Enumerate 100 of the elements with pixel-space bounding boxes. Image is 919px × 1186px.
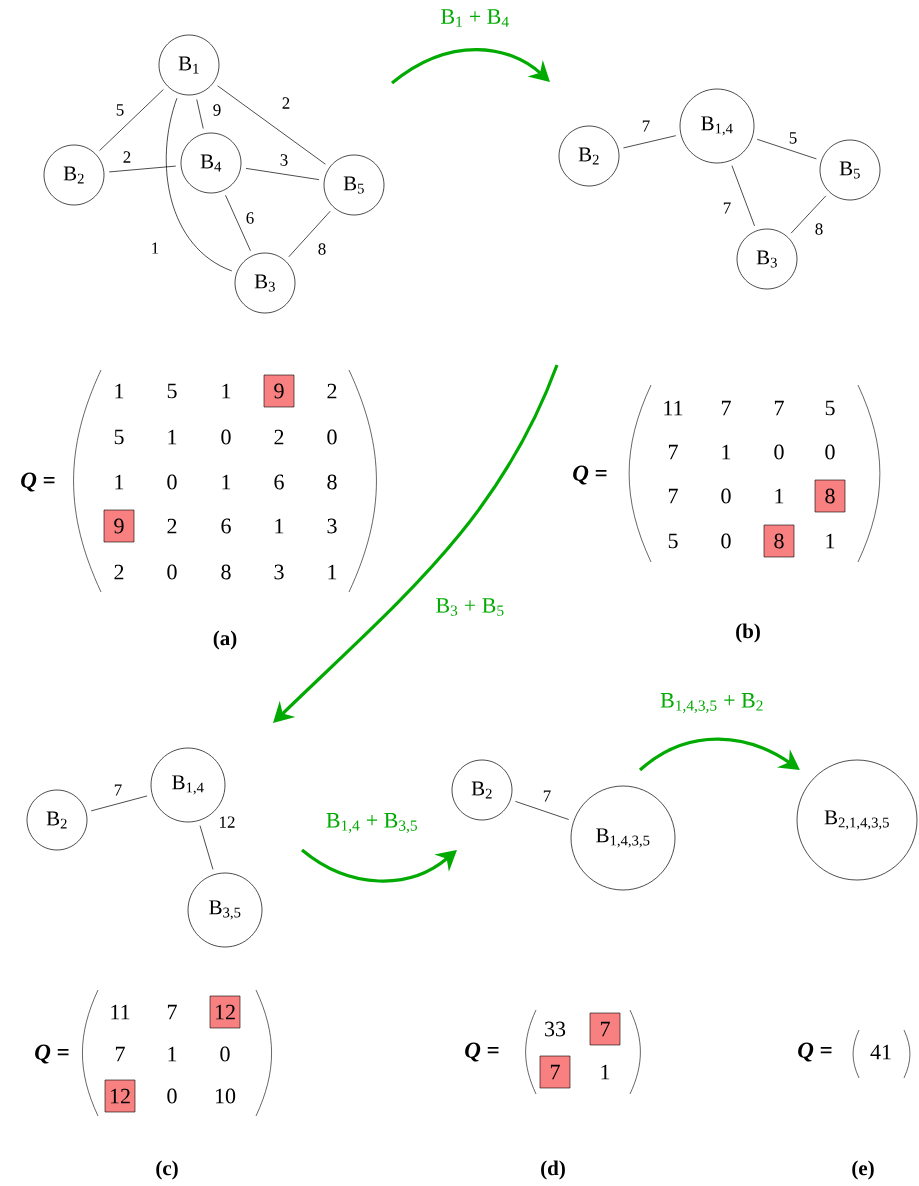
matrix-entry: 1 [168,1046,177,1062]
matrix-entry: 2 [274,429,284,445]
matrix-entry: 7 [774,400,784,416]
graph-node: B$_{5}$ [819,139,881,201]
matrix-entry: 1 [222,474,231,490]
graph-node: B$_{2}$ [26,789,88,851]
panel-caption: (b) [736,623,760,643]
matrix-entry: 0 [825,444,835,460]
matrix-entry: 5 [114,429,124,445]
edge-label: 8 [813,222,825,236]
operation-label: B$_{1}$ + B$_{4}$ [441,9,509,27]
matrix-entry: 0 [721,533,731,549]
matrix-entry: 11 [664,400,683,416]
matrix-entry: 2 [327,383,337,399]
operation-label: B$_{1,4}$ + B$_{3,5}$ [326,813,418,833]
graph-edge [790,195,827,234]
matrix-entry: 3 [274,564,284,580]
matrix-entry: 1 [115,474,124,490]
matrix-entry: 7 [668,444,678,460]
operation-label: B$_{1,4,3,5}$ + B$_{2}$ [660,693,763,713]
graph-node: B$_{2}$ [43,144,105,206]
panel-caption: (d) [541,1160,565,1180]
edge-label: 7 [541,789,553,803]
graph-edge [217,85,326,165]
matrix-entry: 1 [222,383,231,399]
matrix-entry: 0 [221,429,231,445]
matrix-entry: 33 [545,1021,566,1037]
matrix-entry: 10 [215,1088,236,1104]
graph-edge [515,801,570,820]
graph-edge [623,135,677,149]
graph-node: B$_{1,4,3,5}$ [570,785,676,891]
graph-node: B$_{4}$ [180,132,242,194]
matrix-entry: 0 [167,564,177,580]
matrix-entry: 5 [825,400,835,416]
matrix-name: Q = [21,472,55,492]
matrix-entry: 6 [274,474,284,490]
highlighted-cell: 7 [539,1055,571,1089]
graph-edge [90,795,148,812]
highlighted-cell: 12 [104,1079,136,1113]
edge-label: 1 [149,241,161,255]
graph-node: B$_{2}$ [451,759,513,821]
matrix-entry: 7 [668,488,678,504]
matrix-name: Q = [35,1044,69,1064]
edge-label: 2 [280,96,292,110]
graph-node: B$_{1,4}$ [679,88,755,164]
edge-label: 3 [278,153,290,167]
matrix-entry: 8 [327,474,337,490]
graph-node: B$_{3}$ [736,228,798,290]
graph-edge [196,99,204,129]
matrix-entry: 0 [327,429,337,445]
graph-node: B$_{5}$ [323,154,385,216]
panel-caption: (e) [852,1160,874,1180]
edge-label: 7 [640,119,652,133]
edge-label: 2 [121,150,133,164]
panel-caption: (c) [156,1160,178,1180]
highlighted-cell: 12 [209,995,241,1029]
matrix-entry: 1 [168,429,177,445]
graph-edge [731,165,755,227]
graph-node: B$_{2,1,4,3,5}$ [796,759,918,881]
matrix-entry: 0 [721,488,731,504]
highlighted-cell: 7 [589,1012,621,1046]
graph-edge [99,89,164,151]
graph-node: B$_{2}$ [558,125,620,187]
matrix-entry: 1 [775,488,784,504]
matrix-entry: 7 [721,400,731,416]
graph-edge [245,168,320,180]
matrix-entry: 5 [167,383,177,399]
graph-edge [108,165,177,173]
graph-node: B$_{3,5}$ [187,872,263,948]
matrix-entry: 0 [774,444,784,460]
operation-label: B$_{3}$ + B$_{5}$ [436,598,504,616]
matrix-entry: 2 [167,518,177,534]
edge-label: 9 [211,103,223,117]
graph-node: B$_{1}$ [158,34,220,96]
edge-label: 7 [721,201,733,215]
matrix-entry: 0 [167,1088,177,1104]
matrix-entry: 1 [328,564,337,580]
edge-label: 8 [316,242,328,256]
matrix-entry: 0 [167,474,177,490]
edge-label: 5 [114,103,126,117]
matrix-entry: 1 [275,518,284,534]
matrix-entry: 6 [221,518,231,534]
graph-edge [166,97,233,272]
matrix-entry: 2 [114,564,124,580]
graph-edge [199,825,214,870]
matrix-name: Q = [798,1042,832,1062]
highlighted-cell: 8 [814,479,846,513]
matrix-entry: 41 [870,1044,891,1060]
matrix-entry: 1 [826,533,835,549]
highlighted-cell: 9 [103,509,135,543]
graph-node: B$_{3}$ [234,252,296,314]
matrix-entry: 1 [601,1064,610,1080]
graph-edge [756,138,817,160]
edge-label: 5 [787,131,799,145]
edge-label: 7 [112,783,124,797]
matrix-entry: 3 [327,518,337,534]
highlighted-cell: 8 [763,524,795,558]
edge-label: 6 [244,211,256,225]
matrix-entry: 8 [221,564,231,580]
matrix-entry: 7 [167,1004,177,1020]
